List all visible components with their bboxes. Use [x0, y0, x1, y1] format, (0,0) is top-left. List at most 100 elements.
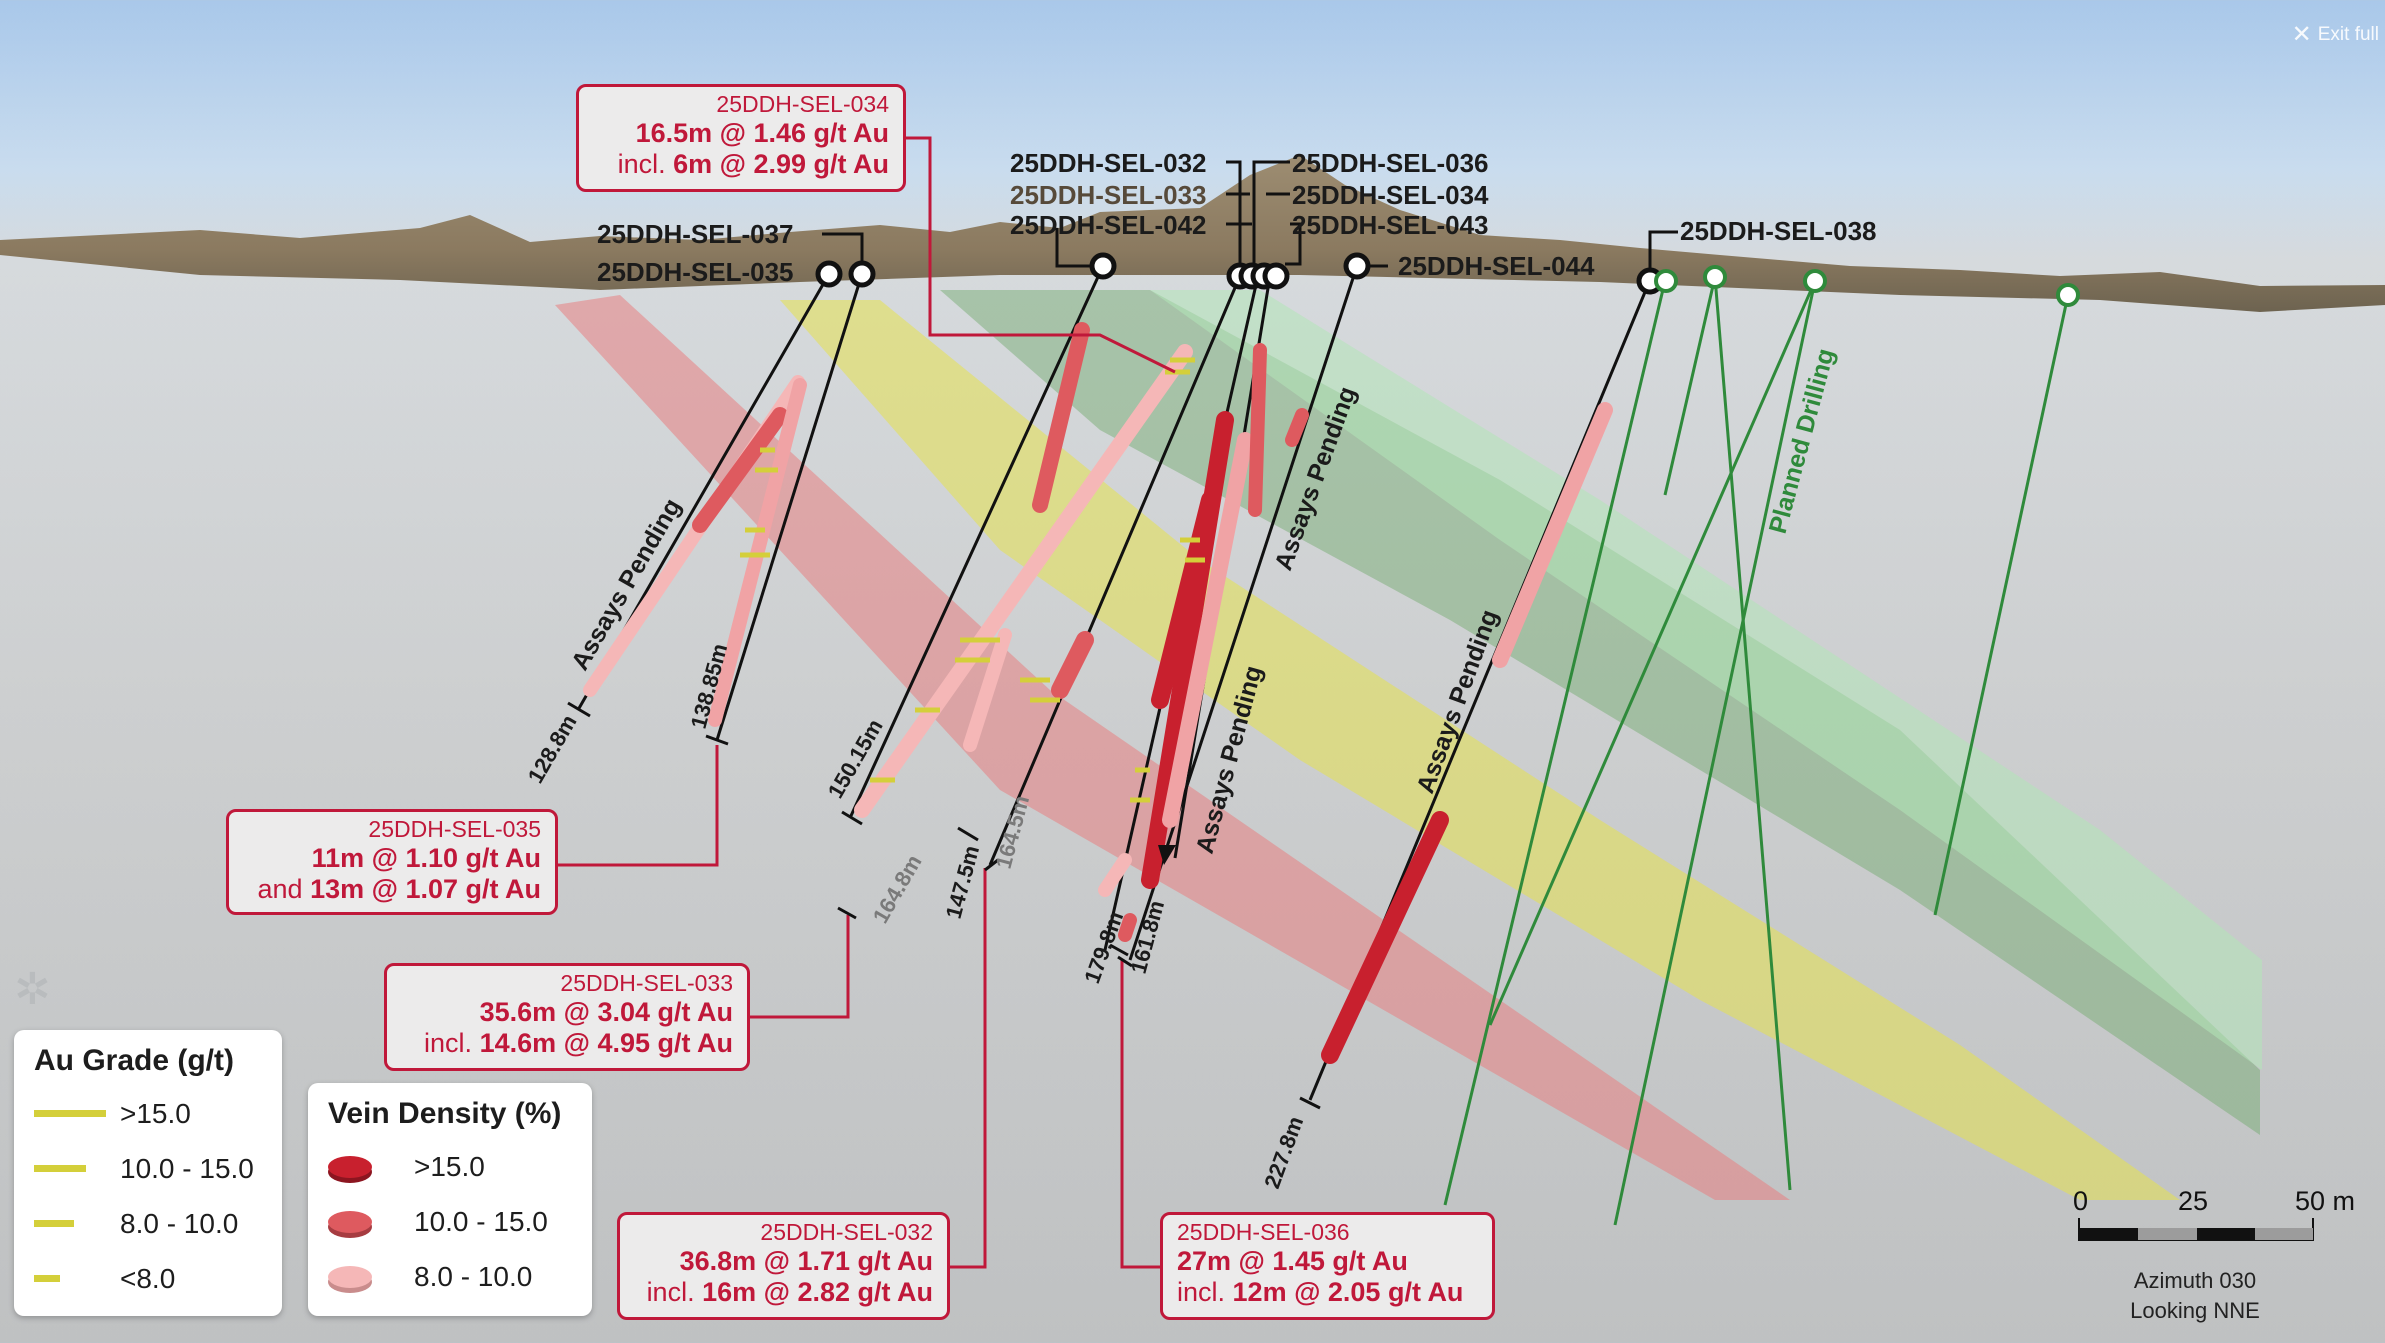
- green-band: [940, 290, 2260, 1135]
- depth-label: 147.5m: [941, 843, 984, 922]
- callout-intercept: 35.6m @ 3.04 g/t Au: [479, 997, 733, 1027]
- depth-label: 227.8m: [1259, 1113, 1308, 1192]
- collar-label-sel037: 25DDH-SEL-037: [597, 219, 794, 249]
- scale-bar: 0 25 50 m Azimuth 030 Looking NNE: [2070, 1180, 2385, 1340]
- collar-planned-4: [2056, 283, 2080, 307]
- callout-prefix: incl.: [424, 1028, 473, 1058]
- callout-intercept-2: incl. 14.6m @ 4.95 g/t Au: [401, 1028, 733, 1059]
- legend-title: Au Grade (g/t): [34, 1044, 234, 1077]
- scale-looking: Looking NNE: [2130, 1298, 2260, 1323]
- legend-label: 8.0 - 10.0: [414, 1260, 533, 1292]
- callout-intercept: 11m @ 1.10 g/t Au: [311, 843, 541, 873]
- yellow-band-lower: [780, 300, 2180, 1200]
- depth-label: 128.8m: [523, 710, 582, 787]
- callout-hole: 25DDH-SEL-034: [716, 91, 889, 117]
- lightgreen-band: [1150, 290, 2262, 1070]
- au-grade-ticks: [740, 357, 1205, 803]
- close-icon: ✕: [2291, 21, 2312, 48]
- legend-label: 8.0 - 10.0: [120, 1207, 239, 1239]
- planned-drill-traces: [1443, 276, 2070, 1226]
- cylinder-icon: [328, 1155, 414, 1178]
- collar-sel037: [848, 260, 876, 288]
- legend-row: >15.0: [328, 1139, 572, 1194]
- scale-tick-50: 50 m: [2295, 1186, 2356, 1216]
- callout-sub-intercept: 6m @ 2.99 g/t Au: [673, 149, 889, 179]
- legend-row: 10.0 - 15.0: [34, 1141, 262, 1196]
- legend-row: 8.0 - 10.0: [34, 1196, 262, 1251]
- vein-density-intervals: [583, 322, 1613, 1064]
- callout-sel036: 25DDH-SEL-036 27m @ 1.45 g/t Au incl. 12…: [1160, 1212, 1495, 1320]
- terrain-surface: [0, 155, 2385, 312]
- legend-label: >15.0: [414, 1150, 485, 1182]
- legend-row: <8.0: [34, 1251, 262, 1306]
- callout-intercept-2: incl. 12m @ 2.05 g/t Au: [1177, 1277, 1478, 1308]
- collar-label-sel033: 25DDH-SEL-033: [1010, 180, 1207, 210]
- exit-label: Exit full: [2317, 24, 2379, 45]
- legend-au-grade: Au Grade (g/t) >15.0 10.0 - 15.0 8.0 - 1…: [14, 1030, 282, 1316]
- collar-label-sel034: 25DDH-SEL-034: [1292, 180, 1489, 210]
- collar-label-sel036: 25DDH-SEL-036: [1292, 148, 1489, 178]
- callout-hole: 25DDH-SEL-035: [368, 816, 541, 842]
- legend-label: >15.0: [120, 1097, 191, 1129]
- grade-bar-icon: [34, 1110, 120, 1117]
- collar-planned-3: [1803, 269, 1827, 293]
- collar-label-sel038: 25DDH-SEL-038: [1680, 216, 1877, 246]
- legend-label: 10.0 - 15.0: [414, 1205, 548, 1237]
- collar-label-sel035: 25DDH-SEL-035: [597, 257, 794, 287]
- legend-row: >15.0: [34, 1086, 262, 1141]
- callout-prefix: and: [257, 874, 303, 904]
- callout-sel035: 25DDH-SEL-035 11m @ 1.10 g/t Au and 13m …: [226, 809, 558, 915]
- legend-label: <8.0: [120, 1262, 176, 1294]
- end-of-hole-ticks: [567, 701, 1321, 1110]
- callout-sub-intercept: 12m @ 2.05 g/t Au: [1232, 1277, 1464, 1307]
- legend-row: 10.0 - 15.0: [328, 1194, 572, 1249]
- collar-sel035: [815, 260, 843, 288]
- callout-intercept: 36.8m @ 1.71 g/t Au: [679, 1246, 933, 1276]
- callout-intercept-2: incl. 16m @ 2.82 g/t Au: [634, 1277, 933, 1308]
- trace-arrowhead: [1158, 845, 1176, 865]
- collar-planned-1: [1654, 269, 1678, 293]
- legend-label: 10.0 - 15.0: [120, 1152, 254, 1184]
- scale-azimuth: Azimuth 030: [2133, 1268, 2257, 1293]
- grade-bar-icon: [34, 1220, 120, 1227]
- depth-label: 164.8m: [868, 850, 927, 927]
- callout-hole: 25DDH-SEL-036: [1177, 1219, 1350, 1245]
- callout-sub-intercept: 13m @ 1.07 g/t Au: [310, 874, 541, 904]
- callout-prefix: incl.: [617, 149, 666, 179]
- callout-sub-intercept: 14.6m @ 4.95 g/t Au: [479, 1028, 733, 1058]
- grade-bar-icon: [34, 1165, 120, 1172]
- collar-label-sel044: 25DDH-SEL-044: [1398, 251, 1595, 281]
- scale-tick-25: 25: [2178, 1186, 2209, 1216]
- callout-intercept-2: and 13m @ 1.07 g/t Au: [243, 874, 541, 905]
- callout-intercept: 27m @ 1.45 g/t Au: [1177, 1246, 1408, 1276]
- callout-intercept: 16.5m @ 1.46 g/t Au: [635, 118, 889, 148]
- collar-label-sel043: 25DDH-SEL-043: [1292, 210, 1489, 240]
- collar-sel043: [1343, 252, 1371, 280]
- callout-sel032: 25DDH-SEL-032 36.8m @ 1.71 g/t Au incl. …: [617, 1212, 950, 1320]
- collar-sel034: [1262, 262, 1290, 290]
- legend-vein-density: Vein Density (%) >15.0 10.0 - 15.0 8.0 -…: [308, 1083, 592, 1316]
- lithology-bands: [555, 290, 2262, 1200]
- collar-planned-2: [1703, 265, 1727, 289]
- callout-prefix: incl.: [1177, 1277, 1226, 1307]
- scale-bar-graphic: [2078, 1218, 2314, 1241]
- collar-label-sel042: 25DDH-SEL-042: [1010, 210, 1207, 240]
- grade-bar-icon: [34, 1275, 120, 1282]
- depth-label: 161.8m: [1126, 898, 1169, 977]
- collar-leaders: [822, 160, 1678, 268]
- callout-sel034: 25DDH-SEL-034 16.5m @ 1.46 g/t Au incl. …: [576, 84, 906, 192]
- legend-title: Vein Density (%): [328, 1097, 562, 1130]
- red-band: [555, 295, 1790, 1200]
- callout-sel033: 25DDH-SEL-033 35.6m @ 3.04 g/t Au incl. …: [384, 963, 750, 1071]
- cylinder-icon: [328, 1265, 414, 1288]
- scale-tick-0: 0: [2073, 1186, 2089, 1216]
- legend-row: 8.0 - 10.0: [328, 1249, 572, 1304]
- depth-label: 164.5m: [991, 793, 1034, 872]
- callout-hole: 25DDH-SEL-033: [560, 970, 733, 996]
- callout-prefix: incl.: [646, 1277, 695, 1307]
- callout-sub-intercept: 16m @ 2.82 g/t Au: [702, 1277, 933, 1307]
- cylinder-icon: [328, 1210, 414, 1233]
- collar-sel042: [1089, 252, 1117, 280]
- exit-fullscreen-button[interactable]: ✕ Exit full: [2291, 21, 2379, 48]
